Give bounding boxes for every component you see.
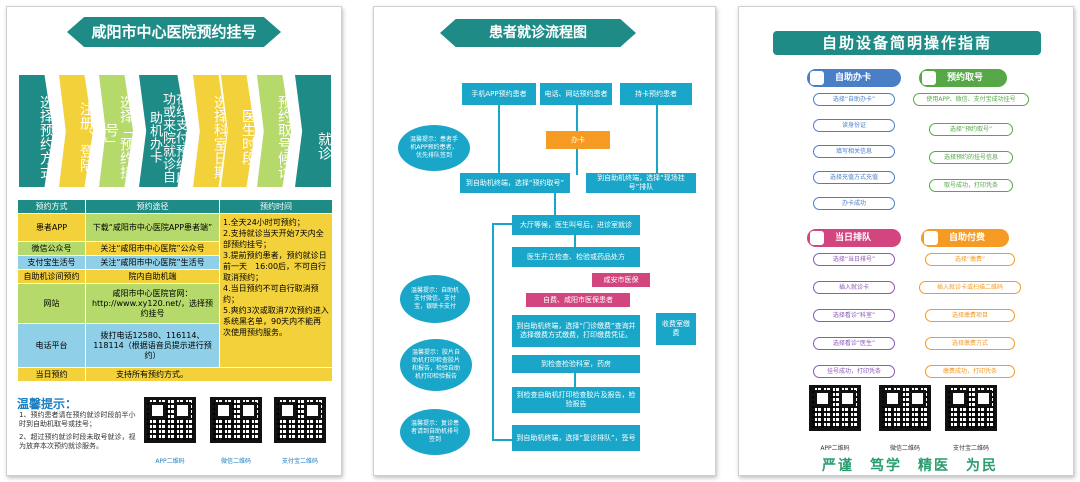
flow-tip-2: 温馨提示：自助机支付微信、支付宝，银联卡支付 [400, 275, 470, 323]
wallet-icon [924, 231, 938, 245]
row-method: 自助机诊间预约 [17, 269, 86, 284]
flow-selfpay: 自费、咸阳市医保患者 [526, 293, 630, 307]
guide-step: 选择“自助办卡” [813, 93, 895, 106]
flow-exam-dept: 到检查检验科室，药房 [512, 355, 640, 373]
row-channel: 院内自助机端 [85, 269, 220, 284]
row-method: 网站 [17, 283, 86, 324]
section-book: 预约取号 [919, 69, 1007, 87]
guide-step: 办卡成功 [813, 197, 895, 210]
poster1-banner: 咸阳市中心医院预约挂号 [67, 17, 281, 47]
row-method: 微信公众号 [17, 241, 86, 256]
qr-label: 微信二维码 [889, 445, 920, 452]
qr-code [945, 385, 997, 431]
guide-step: 选择“预约取号” [929, 123, 1013, 136]
row-channel: 支持所有预约方式。 [85, 367, 333, 382]
qr-label: 微信二维码 [220, 458, 251, 465]
self-service-guide: 自助设备简明操作指南 自助办卡 选择“自助办卡” 读身份证 填写相关信息 选择充… [738, 6, 1074, 476]
step-2: 注册、登陆 [59, 75, 93, 187]
flowchart-poster: 患者就诊流程图 手机APP预约患者 电话、网站预约患者 持卡预约患者 办卡 温馨… [373, 6, 716, 476]
row-method: 患者APP [17, 213, 86, 242]
section-label: 当日排队 [835, 233, 872, 243]
poster3-banner: 自助设备简明操作指南 [773, 31, 1041, 55]
flow-doctor-orders: 医生开立检查、检验或药品处方 [512, 247, 640, 267]
guide-step: 选择缴费项目 [925, 309, 1015, 322]
guide-step: 插入就诊卡 [813, 281, 895, 294]
phone-icon [810, 231, 824, 245]
guide-step: 填写相关信息 [813, 145, 895, 158]
qr-code [879, 385, 931, 431]
col-channel: 预约途径 [85, 199, 220, 214]
tips-title: 温馨提示： [17, 397, 78, 411]
guide-step: 选择看诊“科室” [813, 309, 895, 322]
guide-step: 缴费成功，打印凭条 [925, 365, 1015, 378]
guide-step: 选择“当日排号” [813, 253, 895, 266]
flow-print-report: 到检查自助机打印检查胶片及报告，检验报告 [512, 387, 640, 413]
step-4: 在线支付预约成功或来院就诊自助机办卡 [139, 75, 187, 187]
section-label: 预约取号 [947, 73, 984, 83]
card-icon [810, 71, 824, 85]
row-method: 当日预约 [17, 367, 86, 382]
qr-code [210, 397, 262, 443]
guide-step: 选择预约的挂号信息 [929, 151, 1013, 164]
qr-code [274, 397, 326, 443]
flow-self-pay: 到自助机终端，选择“门诊缴费”查询并选择缴费方式缴费，打印缴费凭证。 [512, 315, 640, 347]
guide-step: 插入就诊卡或扫描二维码 [919, 281, 1021, 294]
section-queue: 当日排队 [807, 229, 901, 247]
qr-label: 支付宝二维码 [952, 445, 989, 452]
section-card: 自助办卡 [807, 69, 901, 87]
row-channel: 咸阳市中心医院官网：http://www.xy120.net/，选择预约挂号 [85, 283, 220, 324]
tip-2: 2、超过预约就诊时段未取号就诊，视为放弃本次预约就诊服务。 [19, 433, 136, 450]
guide-step: 选择“缴费” [925, 253, 1015, 266]
flow-phone-patients: 电话、网站预约患者 [540, 83, 612, 105]
flow-hall-wait: 大厅等候，医生叫号后，进诊室就诊 [512, 215, 640, 235]
appointment-table: 预约方式 预约途径 预约时间 患者APP 下载“咸阳市中心医院APP患者端” 1… [17, 199, 333, 382]
tip-1: 1、预约患者请在预约就诊时段前半小时到自助机取号或挂号； [19, 411, 136, 428]
step-7: 预约取号候诊 [257, 75, 291, 187]
flow-card-patients: 持卡预约患者 [620, 83, 692, 105]
row-method: 电话平台 [17, 323, 86, 368]
motto: 严谨 笃学 精医 为民 [822, 458, 998, 474]
row-method: 支付宝生活号 [17, 255, 86, 270]
row-channel: 关注“咸阳市中心医院”公众号 [85, 241, 220, 256]
flow-app-patients: 手机APP预约患者 [462, 83, 536, 105]
step-3: 选择「预约挂号」 [99, 75, 133, 187]
flow-tip-4: 温馨提示：复诊患者请到自助机排号签到 [400, 409, 470, 455]
guide-step: 选择看诊“医生” [813, 337, 895, 350]
col-method: 预约方式 [17, 199, 86, 214]
flow-tip-3: 温馨提示：胶片自助机打印检查胶片和报告，检验自助机打印检验报告 [400, 339, 472, 391]
ticket-icon [922, 71, 936, 85]
flow-self-register: 到自助机终端，选择“现场挂号”排队 [586, 173, 696, 193]
row-channel: 拨打电话12580、116114、118114（根据语音员提示进行预约） [85, 323, 220, 368]
poster2-banner: 患者就诊流程图 [440, 19, 636, 47]
step-1: 选择预约方式 [19, 75, 53, 187]
flow-card-office: 办卡 [546, 131, 610, 149]
flow-xianan-insurance: 咸安市医保 [592, 273, 650, 287]
step-8: 就诊 [295, 75, 331, 187]
section-pay: 自助付费 [921, 229, 1009, 247]
guide-step: 读身份证 [813, 119, 895, 132]
qr-code [809, 385, 861, 431]
row-channel: 下载“咸阳市中心医院APP患者端” [85, 213, 220, 242]
guide-step: 使用APP、微信、支付宝成功挂号 [913, 93, 1029, 106]
qr-label: APP二维码 [820, 445, 850, 452]
step-5: 选择科室日期 [193, 75, 227, 187]
col-time: 预约时间 [219, 199, 333, 214]
section-label: 自助办卡 [835, 73, 872, 83]
time-rules: 1.全天24小时可预约；2.支持就诊当天开始7天内全部预约挂号；3.提前预约患者… [219, 213, 333, 368]
section-label: 自助付费 [949, 233, 986, 243]
qr-label: 支付宝二维码 [281, 458, 318, 465]
flow-tip-1: 温馨提示：患者手机APP预约患者，优先排队签到 [398, 125, 470, 171]
qr-label: APP二维码 [155, 458, 185, 465]
guide-step: 挂号成功，打印凭条 [813, 365, 895, 378]
guide-step: 选择缴费方式 [925, 337, 1015, 350]
flow-revisit: 到自助机终端，选择“复诊排队”，签号 [512, 425, 640, 451]
qr-code [144, 397, 196, 443]
guide-step: 选择充值方式充值 [813, 171, 895, 184]
row-channel: 关注“咸阳市中心医院”生活号 [85, 255, 220, 270]
guide-step: 取号成功，打印凭条 [929, 179, 1013, 192]
flow-self-checkin: 到自助机终端，选择“预约取号” [460, 173, 570, 193]
appointment-poster: 咸阳市中心医院预约挂号 选择预约方式 注册、登陆 选择「预约挂号」 在线支付预约… [6, 6, 342, 476]
flow-cashier: 收费室缴费 [656, 313, 696, 345]
